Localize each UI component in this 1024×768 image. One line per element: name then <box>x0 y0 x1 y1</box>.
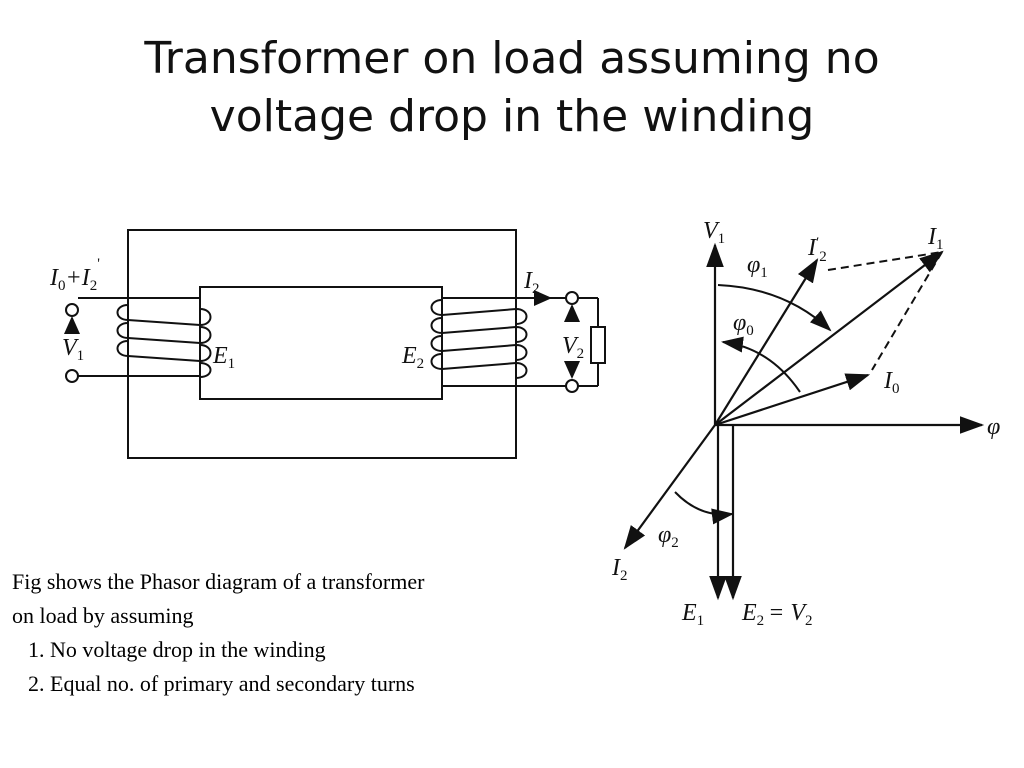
secondary-terminal-bottom <box>565 379 579 393</box>
phi1-arc <box>717 284 832 332</box>
parallelogram-construction <box>827 251 943 371</box>
i1-phasor <box>714 250 944 426</box>
phi2-label: φ2 <box>658 522 679 551</box>
i2-phasor <box>623 424 716 550</box>
phi2-arc <box>674 491 734 525</box>
core-outer <box>127 229 517 459</box>
description-intro-line-2: on load by assuming <box>12 603 194 628</box>
i2-prime-phasor <box>714 258 819 426</box>
v1-label: V1 <box>703 218 725 247</box>
primary-current-label: I0+I2' <box>49 256 100 294</box>
v2-label: V2 <box>562 333 584 362</box>
assumption-item: Equal no. of primary and secondary turns <box>50 667 572 701</box>
e1-label: E1 <box>681 600 704 629</box>
slide-title: Transformer on load assuming no voltage … <box>0 30 1024 146</box>
description-intro-line-1: Fig shows the Phasor diagram of a transf… <box>12 569 425 594</box>
primary-terminal-top <box>65 303 79 317</box>
phi0-arc <box>721 336 801 393</box>
i2-prime-label: I′2 <box>807 235 827 265</box>
phi1-label: φ1 <box>747 252 768 281</box>
flux-label: φ <box>987 414 1000 440</box>
slide-title-line-2: voltage drop in the winding <box>209 91 815 142</box>
description: Fig shows the Phasor diagram of a transf… <box>12 565 572 701</box>
primary-winding <box>116 304 212 378</box>
assumption-item: No voltage drop in the winding <box>50 633 572 667</box>
i0-phasor <box>714 373 871 427</box>
i1-label: I1 <box>927 224 944 253</box>
load-resistor <box>590 326 606 364</box>
i2-label: I2 <box>523 268 540 297</box>
i2-label: I2 <box>611 555 628 584</box>
slide-title-line-1: Transformer on load assuming no <box>144 33 880 84</box>
e2-v2-label: E2= V2 <box>741 600 813 629</box>
phasor-diagram: V1 φ1 I′2 I1 φ0 I0 φ φ2 I2 E1 E2= V2 <box>611 218 1000 629</box>
e2-label: E2 <box>401 343 424 372</box>
primary-terminal-bottom <box>65 369 79 383</box>
e1-label: E1 <box>212 343 235 372</box>
transformer-diagram: I0+I2' V1 E1 E2 I2 V2 <box>49 229 606 459</box>
assumption-list: No voltage drop in the winding Equal no.… <box>12 633 572 701</box>
i0-label: I0 <box>883 368 900 397</box>
v1-label: V1 <box>62 335 84 364</box>
secondary-terminal-top <box>565 291 579 305</box>
phi0-label: φ0 <box>733 310 754 339</box>
secondary-winding <box>430 299 528 379</box>
